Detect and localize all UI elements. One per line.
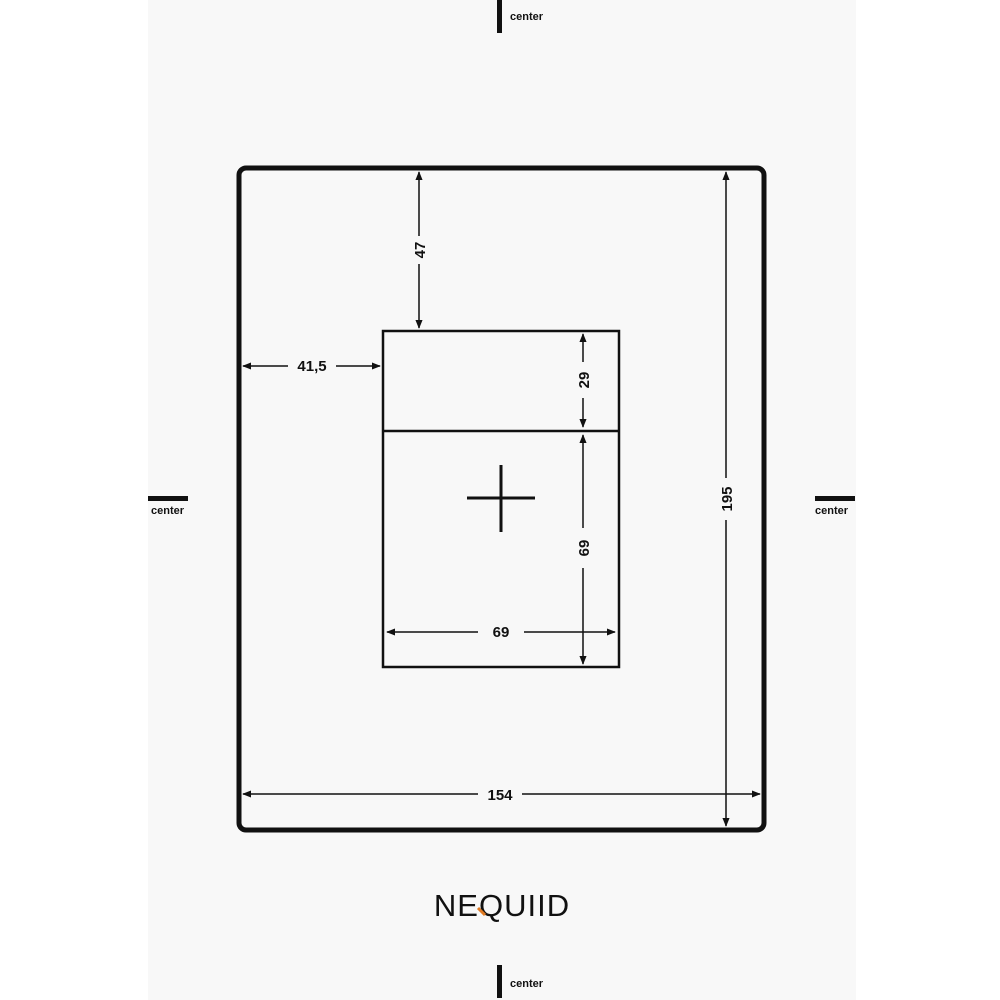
dim-label-inner-width: 69 bbox=[493, 624, 510, 641]
center-mark-left bbox=[148, 496, 188, 501]
center-label-right: center bbox=[815, 505, 849, 517]
dim-label-upper-section: 29 bbox=[576, 372, 593, 389]
brand-logo-accent bbox=[476, 906, 487, 917]
center-mark-bottom bbox=[497, 965, 502, 998]
brand-logo: NEQUIID bbox=[434, 888, 570, 923]
dim-label-plate-width: 154 bbox=[487, 787, 513, 804]
center-label-left: center bbox=[151, 505, 185, 517]
center-mark-right bbox=[815, 496, 855, 501]
dim-label-offset-left: 41,5 bbox=[297, 358, 326, 375]
dim-label-plate-height: 195 bbox=[719, 486, 736, 511]
center-label-top: center bbox=[510, 11, 544, 23]
outer-plate-outline bbox=[236, 165, 767, 833]
dim-label-lower-section: 69 bbox=[576, 540, 593, 557]
center-label-bottom: center bbox=[510, 978, 544, 990]
center-mark-top bbox=[497, 0, 502, 33]
dim-label-offset-top: 47 bbox=[412, 242, 429, 259]
inner-frame-outline bbox=[381, 329, 621, 669]
